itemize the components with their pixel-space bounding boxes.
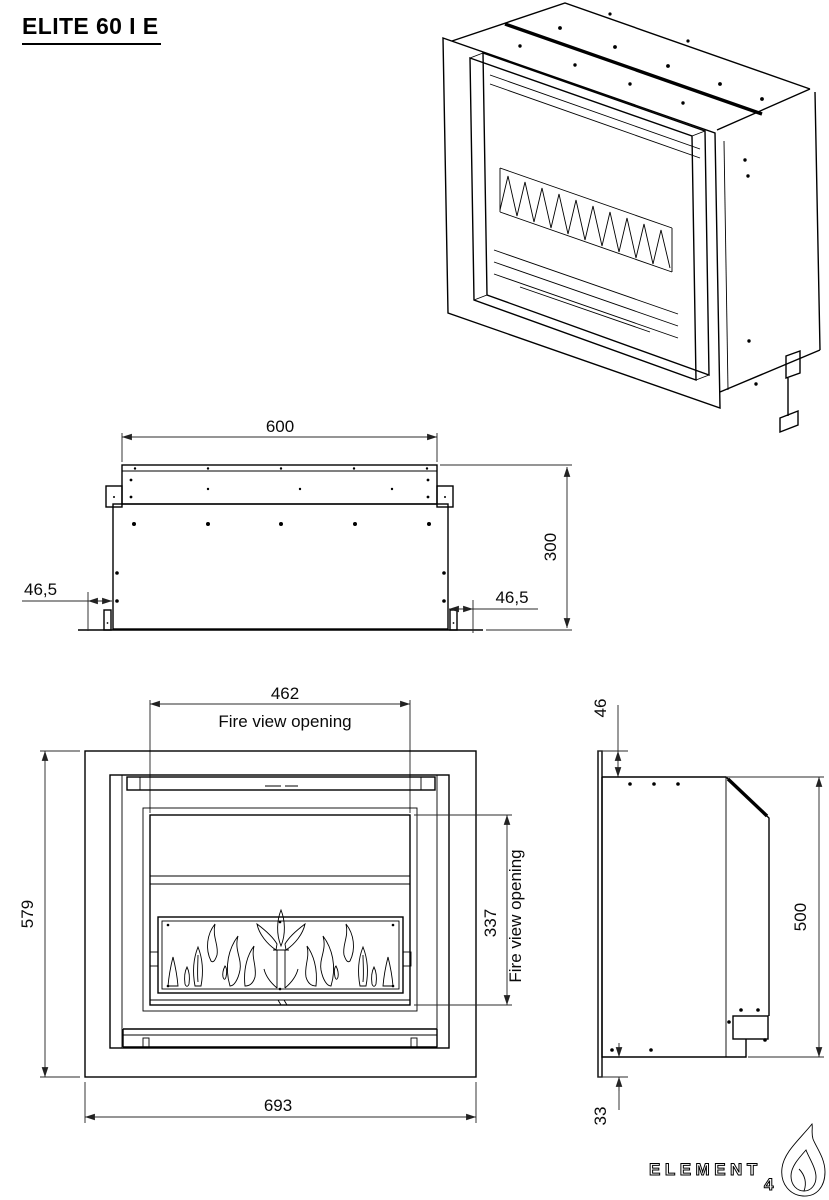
side-body-outline <box>601 776 770 1058</box>
dim-46-5-left-label: 46,5 <box>24 580 57 599</box>
front-inner-frame <box>109 774 450 1049</box>
top-view: 600 <box>22 417 572 633</box>
side-screw-dots <box>610 782 767 1052</box>
flame-cutouts <box>167 908 394 989</box>
dim-300-label: 300 <box>541 533 560 561</box>
fire-view-opening-width-label: Fire view opening <box>218 712 351 731</box>
top-view-body <box>112 503 449 630</box>
iso-top-face-edges <box>451 2 811 90</box>
dim-46-label: 46 <box>591 699 610 718</box>
brand-logo: ELEMENT 4 <box>649 1123 826 1197</box>
logo-brand-text: ELEMENT <box>649 1160 762 1179</box>
side-slant-edge <box>726 777 769 818</box>
top-view-bracket-left <box>105 485 123 508</box>
fire-view-opening <box>149 814 411 1006</box>
side-view: 46 33 500 <box>591 699 824 1126</box>
iso-trim-plate-opening <box>469 57 697 382</box>
iso-screw-dots <box>518 12 764 386</box>
dim-600-label: 600 <box>266 417 294 436</box>
dim-337-label: 337 <box>481 909 500 937</box>
dim-46-5-right-label: 46,5 <box>495 588 528 607</box>
iso-trim-plate <box>442 37 721 409</box>
iso-flame-cutout-strip <box>499 175 671 269</box>
page-title: ELITE 60 I E <box>22 13 162 45</box>
dim-500-label: 500 <box>791 903 810 931</box>
top-view-screw-dots <box>106 467 455 624</box>
iso-top-face-band <box>504 22 763 116</box>
iso-mounting-bracket <box>779 350 801 434</box>
logo-digit: 4 <box>764 1175 774 1194</box>
front-top-bar <box>126 776 436 791</box>
dim-462-label: 462 <box>271 684 299 703</box>
flame-icon <box>781 1123 826 1197</box>
front-view: 462 Fire view opening <box>18 684 525 1123</box>
fire-view-opening-height-label: Fire view opening <box>506 849 525 982</box>
dim-33-label: 33 <box>591 1107 610 1126</box>
front-bottom-bar <box>122 1028 438 1048</box>
isometric-view <box>442 2 821 434</box>
flame-decor-panel <box>149 908 412 994</box>
iso-side-face <box>716 88 821 393</box>
top-view-foot-left <box>103 609 112 631</box>
dim-693-label: 693 <box>264 1096 292 1115</box>
iso-firebox-interior <box>489 74 701 339</box>
top-view-bracket-right <box>436 485 454 508</box>
dim-579-label: 579 <box>18 900 37 928</box>
front-outer-frame <box>84 750 477 1078</box>
iso-burner-slats <box>493 249 679 339</box>
side-control-box <box>732 1015 769 1040</box>
top-view-foot-right <box>449 609 458 631</box>
iso-glass-frame <box>482 52 710 377</box>
